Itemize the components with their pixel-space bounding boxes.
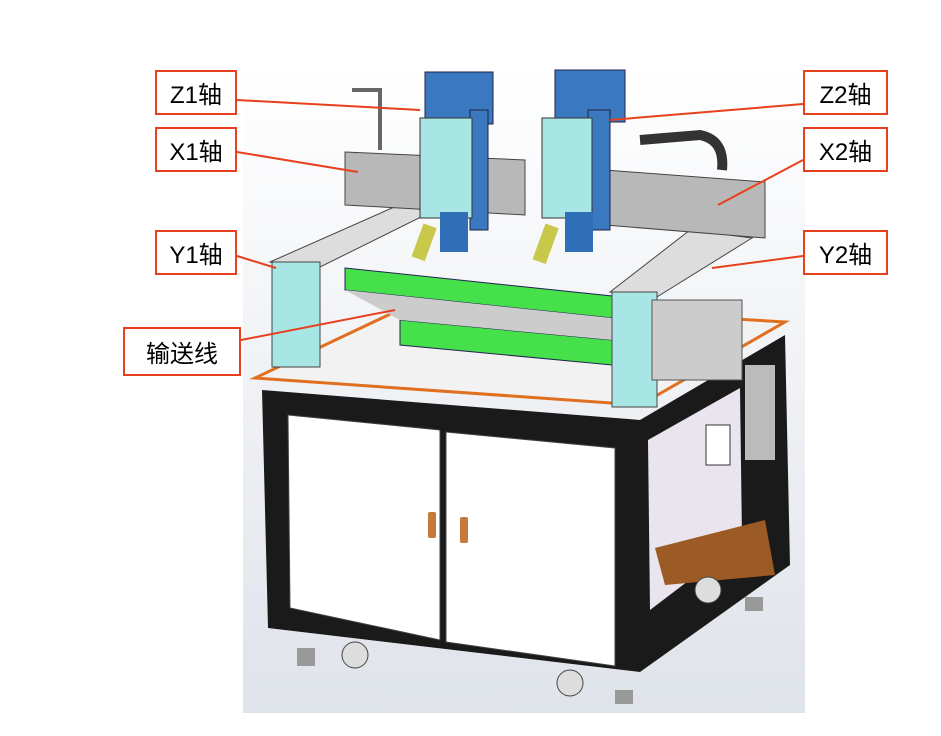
z1-head bbox=[411, 71, 494, 262]
y1-carriage bbox=[271, 261, 321, 368]
label-z2-axis: Z2轴 bbox=[803, 70, 888, 115]
y2-carriage bbox=[611, 291, 658, 408]
label-conveyor: 输送线 bbox=[123, 327, 241, 376]
z2-head bbox=[532, 69, 626, 265]
label-x2-axis: X2轴 bbox=[803, 127, 888, 172]
label-y1-axis: Y1轴 bbox=[155, 230, 237, 275]
callout-lines bbox=[236, 99, 804, 341]
vent-grille bbox=[745, 365, 775, 460]
door-handle-right bbox=[460, 517, 468, 543]
cabinet bbox=[262, 335, 790, 704]
door-handle-left bbox=[428, 512, 436, 538]
conveyor bbox=[344, 267, 613, 366]
cable-chain bbox=[639, 129, 728, 171]
label-y2-axis: Y2轴 bbox=[803, 230, 888, 275]
label-z1-axis: Z1轴 bbox=[155, 70, 237, 115]
label-x1-axis: X1轴 bbox=[155, 127, 237, 172]
